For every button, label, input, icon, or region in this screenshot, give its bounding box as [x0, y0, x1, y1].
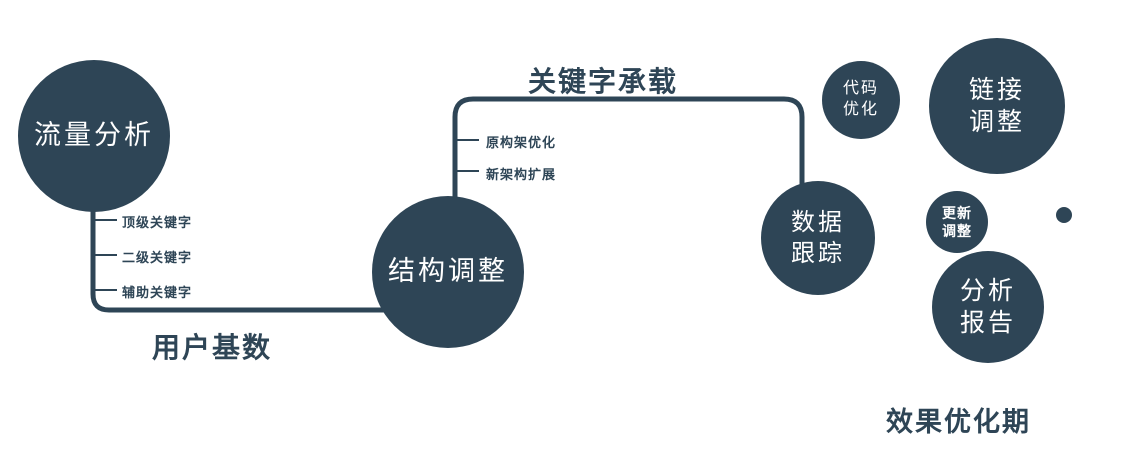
- label-new-architecture-expand: 新架构扩展: [486, 167, 557, 182]
- node-analysis-report-label-line1: 分析: [959, 276, 1016, 305]
- node-link-adjust-label-line2: 调整: [968, 108, 1025, 136]
- label-original-architecture-optimize: 原构架优化: [486, 135, 557, 150]
- node-code-optimize-label-line1: 代码: [842, 80, 879, 98]
- connector-structure-to-tracking: [452, 96, 805, 205]
- node-data-tracking-label-line1: 数据: [791, 208, 845, 236]
- label-auxiliary-keywords: 辅助关键字: [122, 285, 193, 300]
- edge-label-effect-phase: 效果优化期: [886, 407, 1031, 437]
- node-structure-adjust: 结构调整: [372, 196, 524, 348]
- node-update-adjust-label-line2: 调整: [942, 223, 972, 239]
- bullet-dot: [1056, 207, 1072, 223]
- node-traffic-analysis: 流量分析: [18, 60, 170, 212]
- node-analysis-report: 分析 报告: [932, 251, 1044, 363]
- label-top-keywords: 顶级关键字: [122, 215, 193, 230]
- node-update-adjust: 更新 调整: [926, 191, 988, 253]
- node-update-adjust-label-line1: 更新: [942, 204, 972, 221]
- connector-traffic-to-structure: [90, 196, 385, 313]
- node-analysis-report-label-line2: 报告: [959, 309, 1016, 337]
- node-code-optimize-label-line2: 优化: [842, 101, 879, 118]
- node-data-tracking: 数据 跟踪: [761, 181, 875, 295]
- tick-marks-structure: [455, 139, 479, 172]
- node-traffic-analysis-label: 流量分析: [34, 120, 154, 151]
- node-data-tracking-label-line2: 跟踪: [791, 240, 845, 267]
- edge-label-keyword-bearing: 关键字承载: [528, 66, 679, 97]
- node-link-adjust-label-line1: 链接: [968, 75, 1025, 104]
- tick-marks-traffic: [93, 219, 117, 291]
- edge-label-user-base: 用户基数: [152, 332, 273, 363]
- node-code-optimize: 代码 优化: [822, 61, 900, 139]
- label-secondary-keywords: 二级关键字: [122, 250, 193, 265]
- node-link-adjust: 链接 调整: [929, 38, 1065, 174]
- node-structure-adjust-label: 结构调整: [388, 256, 508, 287]
